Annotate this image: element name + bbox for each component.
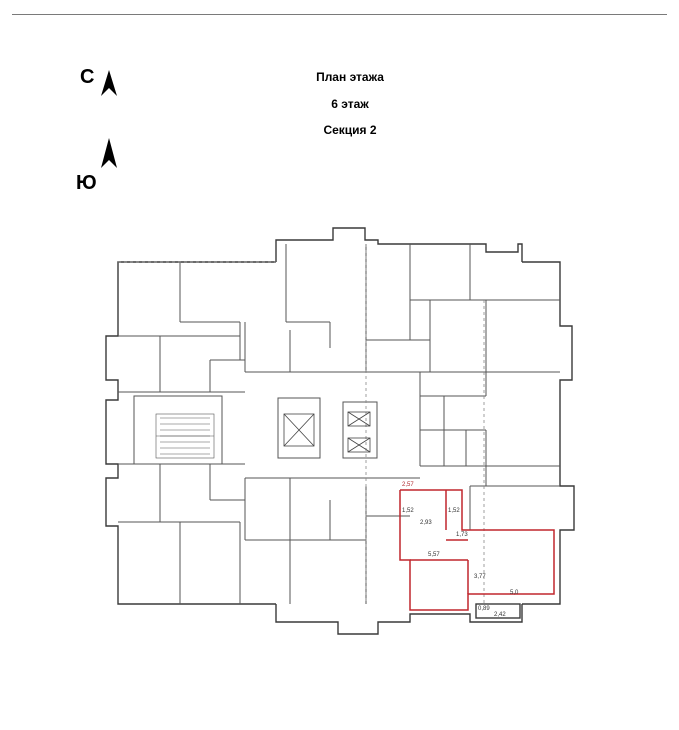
svg-text:0,89: 0,89 bbox=[478, 606, 490, 612]
svg-text:1,73: 1,73 bbox=[456, 532, 468, 538]
dashed-lines bbox=[118, 244, 485, 604]
stair-icon bbox=[155, 413, 215, 459]
svg-text:2,93: 2,93 bbox=[420, 520, 432, 526]
svg-text:2,57: 2,57 bbox=[402, 482, 414, 488]
south-arrow-icon bbox=[101, 138, 117, 168]
svg-text:5,0: 5,0 bbox=[510, 590, 519, 596]
top-rule bbox=[12, 14, 667, 15]
svg-text:5,57: 5,57 bbox=[428, 552, 440, 558]
plan-title: План этажа bbox=[316, 70, 384, 84]
dimension-labels: 2,57 1,52 2,93 1,52 1,73 5,57 3,77 5,0 0… bbox=[402, 482, 519, 618]
interior-walls bbox=[118, 244, 560, 604]
compass-north-label: С bbox=[80, 66, 95, 88]
svg-text:2,42: 2,42 bbox=[494, 612, 506, 618]
section-label: Секция 2 bbox=[323, 123, 377, 137]
svg-text:1,52: 1,52 bbox=[402, 508, 414, 514]
elevator-icon bbox=[283, 411, 371, 453]
svg-text:1,52: 1,52 bbox=[448, 508, 460, 514]
compass-south-label: Ю bbox=[76, 172, 97, 194]
floor-label: 6 этаж bbox=[331, 97, 369, 111]
north-arrow-icon bbox=[101, 70, 117, 96]
svg-text:3,77: 3,77 bbox=[474, 574, 486, 580]
outer-walls bbox=[105, 227, 575, 635]
highlighted-apartment bbox=[399, 489, 555, 611]
